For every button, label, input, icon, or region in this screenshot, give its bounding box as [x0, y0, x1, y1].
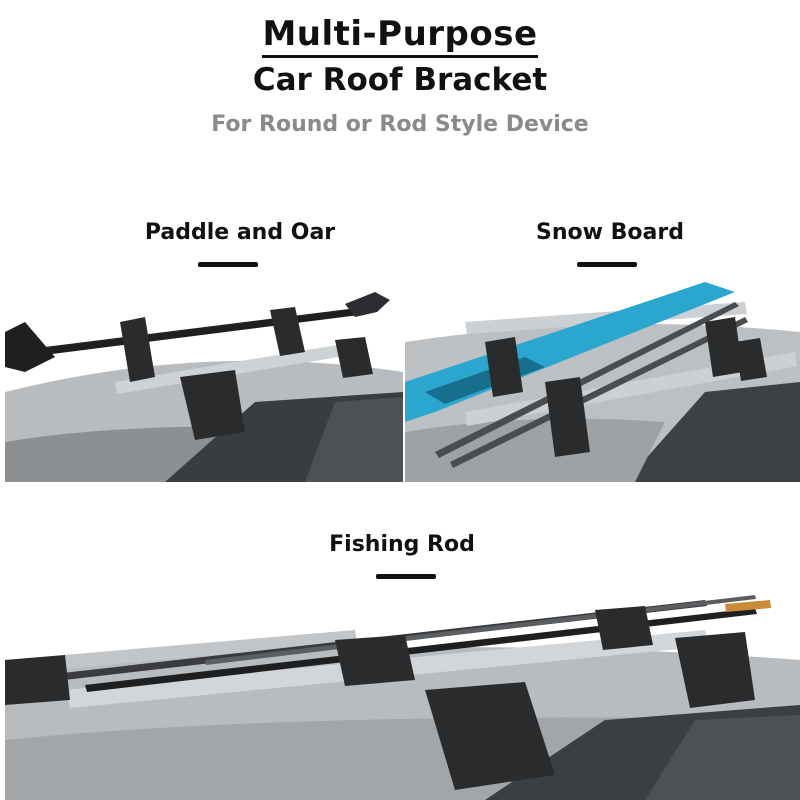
label-fishing-rod: Fishing Rod — [329, 532, 475, 557]
title-line-2: Car Roof Bracket — [252, 62, 548, 98]
title-line-1: Multi-Purpose — [0, 14, 800, 58]
paddle-photo — [5, 282, 403, 482]
label-underline — [577, 262, 637, 267]
title-line-1-text: Multi-Purpose — [262, 14, 538, 58]
fishing-rod-photo — [5, 590, 800, 800]
label-paddle-and-oar: Paddle and Oar — [144, 220, 336, 245]
subtitle: For Round or Rod Style Device — [211, 112, 589, 137]
label-snow-board: Snow Board — [536, 220, 684, 245]
snowboard-photo — [405, 282, 800, 482]
label-underline — [198, 262, 258, 267]
label-underline — [376, 574, 436, 579]
